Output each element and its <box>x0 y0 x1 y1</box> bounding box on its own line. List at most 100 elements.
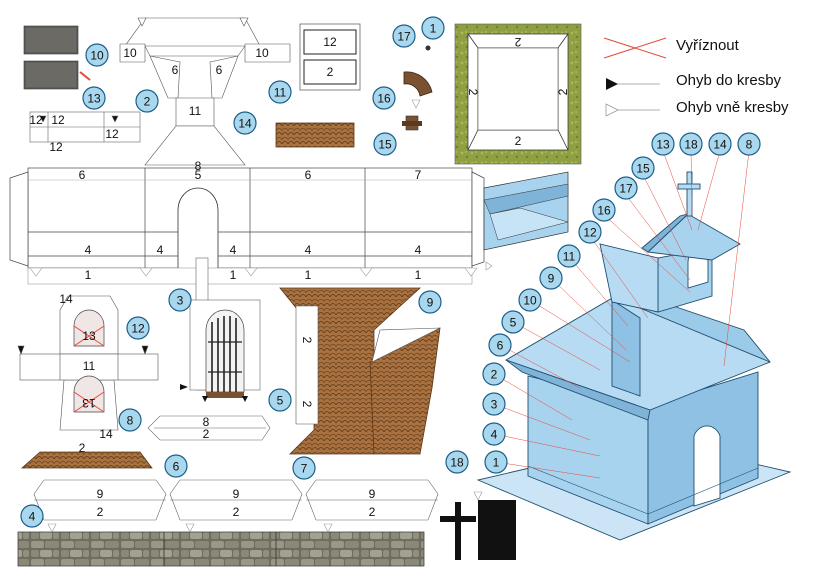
callout-c11a: 11 <box>268 80 292 104</box>
callout-number: 4 <box>29 510 36 524</box>
callout-m14: 14 <box>708 132 732 156</box>
callout-m10: 10 <box>518 288 542 312</box>
callout-number: 17 <box>619 182 633 196</box>
tab-10-left-label: 10 <box>123 46 137 60</box>
eave-2-label: 2 <box>97 505 104 519</box>
callout-c14: 14 <box>233 111 257 135</box>
main-wall-strip <box>9 167 485 285</box>
panel-4-label: 4 <box>157 243 164 257</box>
base-1-label: 1 <box>85 268 92 282</box>
part-3-door <box>180 257 261 402</box>
callout-c6: 6 <box>164 454 188 478</box>
callout-c2: 2 <box>135 89 159 113</box>
part-12-tower-net <box>17 295 159 431</box>
wall-6-left-label: 6 <box>172 63 179 77</box>
part-10-tabs <box>23 25 91 90</box>
callout-number: 8 <box>746 138 753 152</box>
callout-c1a: 1 <box>421 16 445 40</box>
callout-number: 14 <box>713 138 727 152</box>
callout-c16: 16 <box>372 86 396 110</box>
callout-number: 18 <box>684 138 698 152</box>
leader-lines <box>493 150 750 479</box>
eave-2-label: 2 <box>369 505 376 519</box>
strip-7-label: 7 <box>415 168 422 182</box>
base-1-label: 1 <box>305 268 312 282</box>
fold-marks <box>47 99 493 533</box>
callout-number: 13 <box>87 92 101 106</box>
callout-number: 5 <box>277 394 284 408</box>
callout-c4: 4 <box>20 504 44 528</box>
strip-6-label: 6 <box>305 168 312 182</box>
part-15-cross-base <box>402 115 422 131</box>
callout-number: 13 <box>656 138 670 152</box>
eave-strips <box>33 479 439 521</box>
fold-in-arrow-icon <box>606 78 618 90</box>
tower-13-label: 13 <box>82 329 96 343</box>
callout-number: 16 <box>377 92 391 106</box>
callout-c13a: 13 <box>82 86 106 110</box>
part-8-roof-tile <box>20 451 153 469</box>
callout-number: 12 <box>131 322 145 336</box>
part-18-cross <box>440 500 516 560</box>
flap-12-label: 12 <box>49 140 63 154</box>
legend-fold-in-label: Ohyb do kresby <box>676 72 782 89</box>
eave-9-label: 9 <box>369 487 376 501</box>
callout-c12: 12 <box>126 316 150 340</box>
panel-4-label: 4 <box>230 243 237 257</box>
callout-number: 11 <box>274 86 287 100</box>
callout-m9: 9 <box>539 266 563 290</box>
eave-2-label: 2 <box>233 505 240 519</box>
panel-4-label: 4 <box>415 243 422 257</box>
callout-number: 3 <box>491 398 498 412</box>
part-1-base-frame <box>454 23 582 165</box>
callout-number: 5 <box>510 316 517 330</box>
callout-m16: 16 <box>592 198 616 222</box>
callout-number: 8 <box>127 414 134 428</box>
assembled-chapel <box>476 171 792 541</box>
part-14-roof-tile <box>275 122 355 148</box>
box-2-label: 2 <box>327 65 334 79</box>
callout-number: 17 <box>397 30 411 44</box>
frame-2-left-label: 2 <box>466 89 480 96</box>
roof-8-small-label: 2 <box>79 441 86 455</box>
base-1-label: 1 <box>230 268 237 282</box>
part-10-side-strip <box>483 171 569 251</box>
callout-m8: 8 <box>737 132 761 156</box>
base-1-label: 1 <box>415 268 422 282</box>
wall-11-label: 11 <box>189 104 202 118</box>
part-2-gable-piece <box>119 17 291 166</box>
callout-c17: 17 <box>392 24 416 48</box>
r8-label: 2 <box>203 427 210 441</box>
wall-8-label: 8 <box>195 159 202 173</box>
tab-10-right-label: 10 <box>255 46 269 60</box>
callout-number: 16 <box>597 204 611 218</box>
callout-number: 9 <box>548 272 555 286</box>
callout-number: 14 <box>238 117 252 131</box>
callout-number: 12 <box>583 226 597 240</box>
fold-out-arrow-icon <box>605 103 619 117</box>
part-17-dot <box>425 45 431 51</box>
callout-number: 7 <box>301 462 308 476</box>
roof-2-label: 2 <box>300 337 314 344</box>
part-9-main-roof <box>279 287 441 455</box>
callout-number: 11 <box>563 250 576 264</box>
eave-9-label: 9 <box>97 487 104 501</box>
callout-m2: 2 <box>482 362 506 386</box>
frame-2-bottom-label: 2 <box>515 134 522 148</box>
callout-number: 4 <box>491 428 498 442</box>
callout-number: 6 <box>497 339 504 353</box>
callout-number: 9 <box>427 296 434 310</box>
callout-number: 6 <box>173 460 180 474</box>
callout-c9: 9 <box>418 290 442 314</box>
callout-c8: 8 <box>118 408 142 432</box>
part-13-strip <box>29 111 141 143</box>
tower-14-label: 14 <box>59 292 73 306</box>
callout-m6: 6 <box>488 333 512 357</box>
frame-2-right-label: 2 <box>556 88 570 95</box>
legend-cut-label: Vyříznout <box>676 37 739 54</box>
panel-4-label: 4 <box>85 243 92 257</box>
callout-m12: 12 <box>578 220 602 244</box>
callout-number: 2 <box>491 368 498 382</box>
